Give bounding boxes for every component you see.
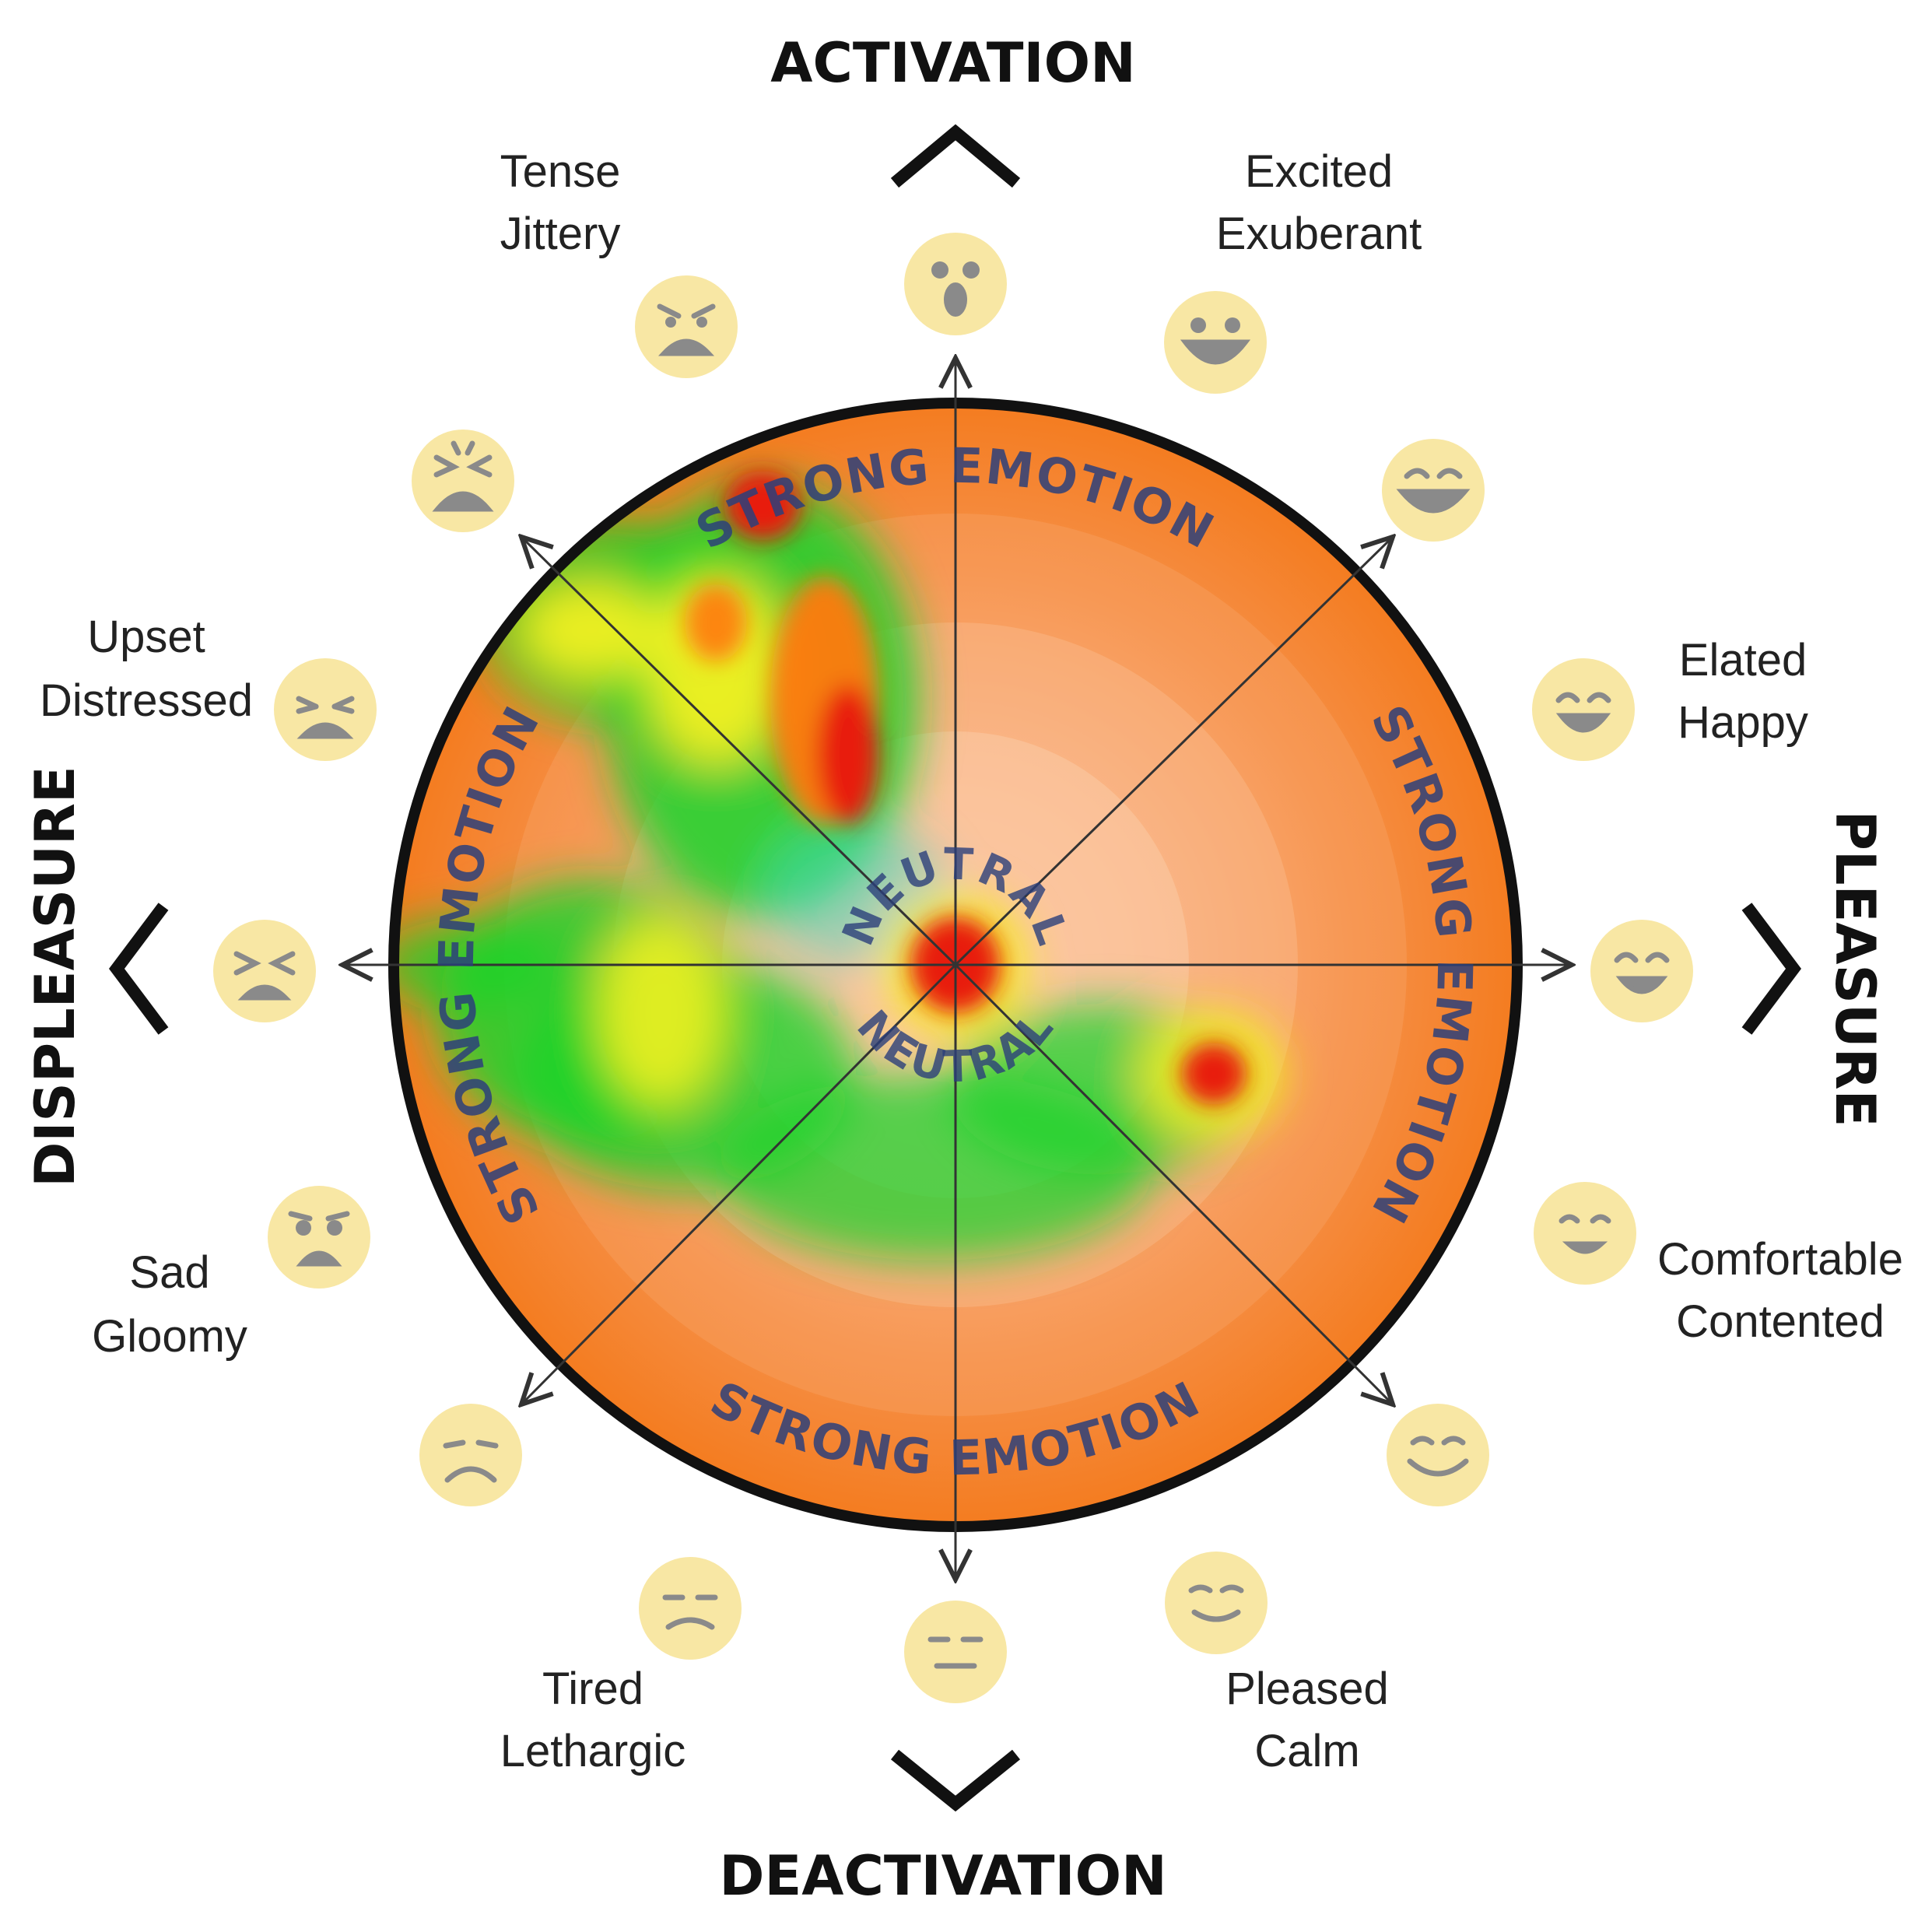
label-excited-line2: Exuberant: [1216, 209, 1422, 259]
laughing-face-icon: [1382, 439, 1485, 542]
axis-diagonal-lower-left: [521, 963, 957, 1404]
label-elated-line1: Elated: [1679, 635, 1807, 685]
label-elated-line2: Happy: [1678, 697, 1808, 748]
label-excited-line1: Excited: [1245, 146, 1393, 197]
squint-face-icon: [213, 920, 316, 1022]
heatmap-overlay: [395, 471, 1284, 1261]
axis-title-displeasure: DISPLEASURE: [23, 766, 87, 1187]
sad-face-icon: [268, 1186, 370, 1289]
angry-face-icon: [635, 275, 738, 378]
distressed-face-icon: [274, 658, 377, 761]
content-face-icon: [1534, 1182, 1636, 1285]
calm-smile-face-icon: [1387, 1404, 1489, 1506]
axis-title-activation: ACTIVATION: [770, 31, 1135, 95]
axis-lines: [342, 358, 1572, 1580]
label-tired-line2: Lethargic: [500, 1726, 686, 1776]
chevron-down-icon: [890, 1749, 1021, 1812]
label-tense-line1: Tense: [500, 146, 621, 197]
label-tired-line1: Tired: [542, 1664, 643, 1714]
chevron-left-icon: [109, 903, 169, 1035]
happy-face-icon: [1532, 658, 1635, 761]
chevron-right-icon: [1741, 903, 1801, 1035]
emotion-labels: Tense Jittery Excited Exuberant Upset Di…: [40, 146, 1903, 1776]
axis-title-pleasure: PLEASURE: [1823, 811, 1887, 1127]
big-grin-face-icon: [1164, 291, 1267, 394]
tired-face-icon: [639, 1557, 742, 1660]
axis-diagonal-upper-left: [521, 537, 957, 966]
label-pleased-line1: Pleased: [1225, 1664, 1389, 1714]
label-pleased-line2: Calm: [1254, 1726, 1359, 1776]
label-upset-line2: Distressed: [40, 675, 253, 726]
label-comfortable-line1: Comfortable: [1657, 1234, 1903, 1285]
emoji-faces: [213, 233, 1693, 1703]
label-tense-line2: Jittery: [500, 209, 621, 259]
frown-face-icon: [419, 1404, 522, 1506]
smile-face-icon: [1590, 920, 1693, 1022]
frustrated-face-icon: [412, 430, 514, 532]
axis-diagonal-lower-right: [954, 963, 1393, 1404]
label-sad-line2: Gloomy: [92, 1311, 247, 1362]
neutral-face-icon: [904, 1601, 1007, 1703]
label-sad-line1: Sad: [129, 1247, 209, 1298]
calm-face-icon: [1165, 1552, 1268, 1654]
axis-diagonal-upper-right: [954, 537, 1393, 966]
axis-title-deactivation: DEACTIVATION: [719, 1844, 1166, 1908]
chevron-up-icon: [890, 124, 1021, 188]
label-comfortable-line2: Contented: [1676, 1296, 1885, 1347]
label-upset-line1: Upset: [87, 612, 205, 662]
surprised-face-icon: [904, 233, 1007, 335]
